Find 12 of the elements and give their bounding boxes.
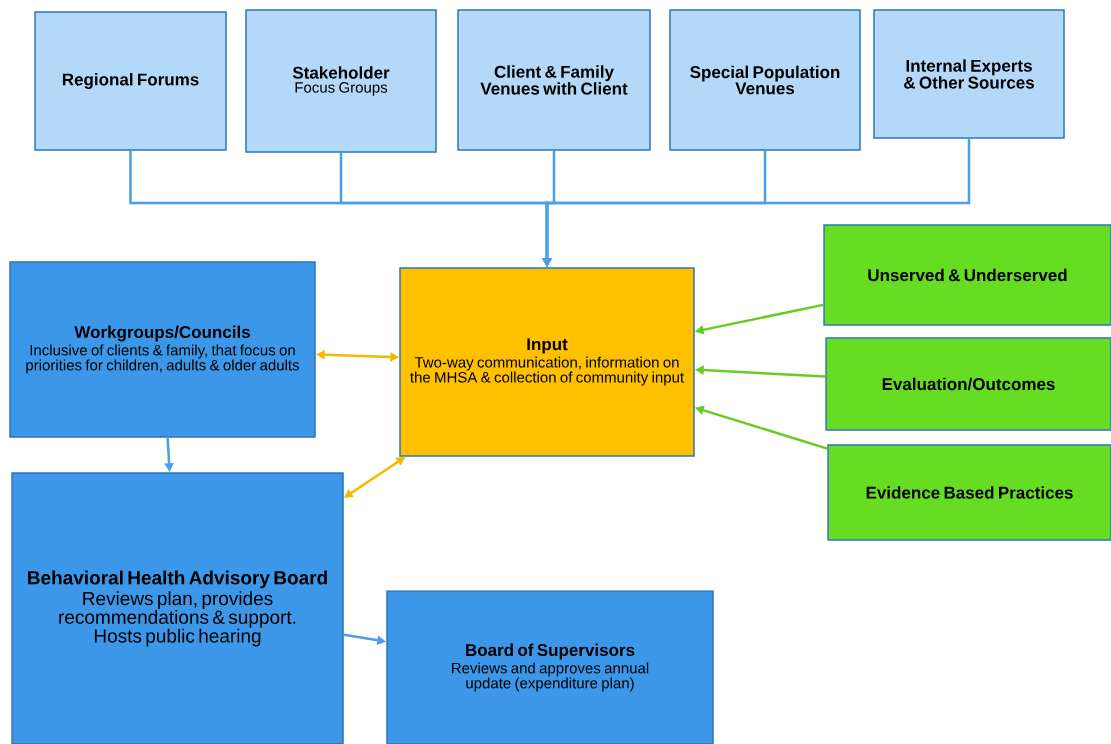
process-box: Behavioral Health Advisory Board Reviews plan, provides recommendations & support. Hosts public hearing [11, 472, 344, 744]
input-box: Input Two-way communication, information on the MHSA & collection of community input [399, 267, 695, 457]
factor-box: Unserved & Underserved [823, 224, 1111, 326]
source-box: Regional Forums [34, 11, 227, 151]
factor-box: Evidence Based Practices [827, 444, 1111, 541]
source-box: Special Population Venues [669, 9, 861, 151]
source-box: Internal Experts & Other Sources [873, 9, 1065, 139]
source-box: Stakeholder Focus Groups [245, 9, 437, 153]
process-box: Workgroups/Councils Inclusive of clients & family, that focus on priorities for children, adults & older adults [9, 261, 316, 438]
factor-box: Evaluation/Outcomes [825, 337, 1111, 431]
source-box: Client & Family Venues with Client [457, 9, 651, 151]
process-box: Board of Supervisors Reviews and approves annual update (expenditure plan) [386, 590, 714, 744]
